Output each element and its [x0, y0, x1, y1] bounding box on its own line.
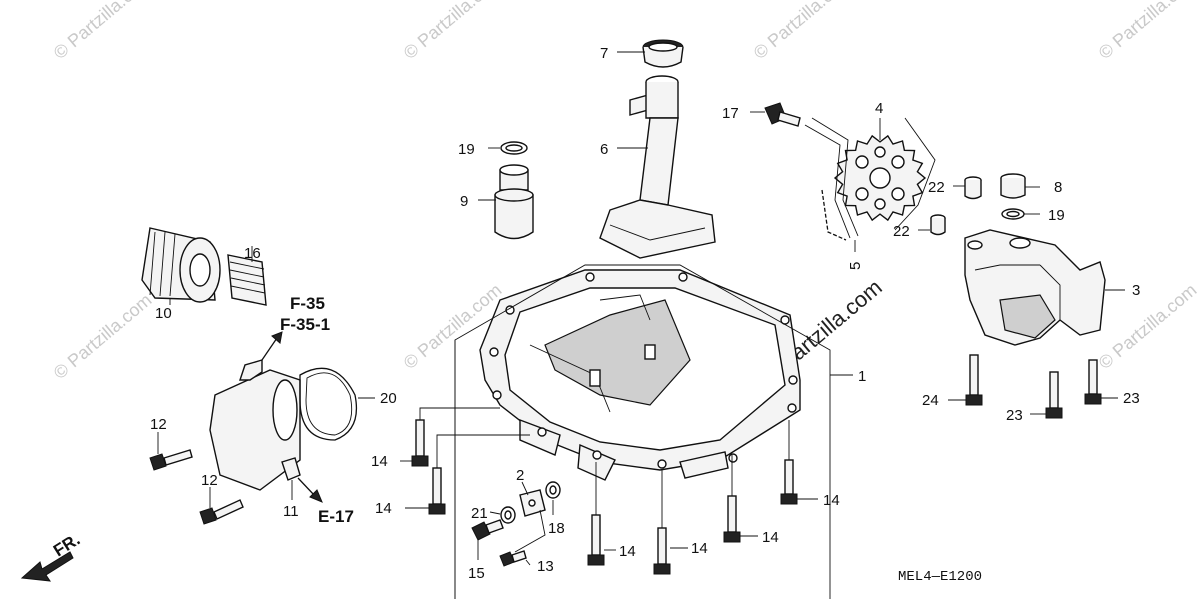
- bolts: [149, 354, 1102, 575]
- part-22-dowel-lower: [930, 214, 946, 236]
- part-label: 7: [600, 45, 608, 62]
- part-label: 17: [722, 105, 739, 122]
- part-2-drain-plate: [519, 489, 546, 517]
- part-label: 9: [460, 193, 468, 210]
- part-10-oil-filter: [141, 227, 221, 303]
- part-label: 10: [155, 305, 172, 322]
- part-label: 23: [1006, 407, 1023, 424]
- part-21-washer: [500, 506, 516, 524]
- part-4-sprocket: [833, 134, 927, 222]
- part-20-gasket: [299, 367, 358, 441]
- ref-label-f35-1: F-35-1: [280, 315, 330, 334]
- pan-bolt-holes: [489, 272, 798, 469]
- leader-lines: [157, 51, 1125, 599]
- ref-label-e17: E-17: [318, 507, 354, 526]
- part-16-nipple: [227, 254, 267, 306]
- front-direction-arrow: FR.: [20, 530, 83, 582]
- bolt-12-upper: [149, 449, 193, 471]
- part-label: 14: [619, 543, 636, 560]
- bolt-14: [411, 419, 429, 467]
- part-label: 4: [875, 100, 883, 117]
- part-label: 11: [283, 503, 299, 520]
- part-18-washer: [545, 481, 561, 499]
- ref-label-f35: F-35: [290, 294, 325, 313]
- front-label: FR.: [50, 530, 83, 561]
- part-22-dowel-upper: [964, 176, 982, 200]
- part-label: 21: [471, 505, 488, 522]
- bolt-14: [428, 467, 446, 515]
- bolt-24: [965, 354, 983, 406]
- part-label: 14: [375, 500, 392, 517]
- part-7-cap: [642, 39, 684, 68]
- watermark: © Partzilla.com: [400, 0, 506, 63]
- part-label: 13: [537, 558, 554, 575]
- part-label: 22: [928, 179, 945, 196]
- reference-labels: F-35 F-35-1 E-17: [280, 294, 354, 526]
- bolt-14: [653, 527, 671, 575]
- bolt-14: [723, 495, 741, 543]
- bolt-14: [780, 459, 798, 505]
- bolt-14: [587, 514, 605, 566]
- part-17-bolt: [764, 102, 801, 127]
- part-3-oil-pump: [964, 229, 1106, 346]
- part-label: 22: [893, 223, 910, 240]
- part-label: 19: [1048, 207, 1065, 224]
- part-label: 6: [600, 141, 608, 158]
- part-label: 15: [468, 565, 485, 582]
- part-label: 19: [458, 141, 475, 158]
- part-label: 14: [691, 540, 708, 557]
- part-11-oil-cooler: [209, 359, 301, 491]
- watermark: © Partzilla.com: [1095, 280, 1200, 373]
- part-19-oring: [500, 141, 528, 155]
- part-label: 8: [1054, 179, 1062, 196]
- part-label: 24: [922, 392, 939, 409]
- bolt-13: [499, 550, 527, 567]
- watermark: © Partzilla.com: [1095, 0, 1200, 63]
- part-label: 1: [858, 368, 866, 385]
- part-1-oil-pan: [479, 269, 801, 481]
- bolt-23: [1084, 359, 1102, 405]
- part-9-valve: [494, 164, 534, 240]
- part-label: 14: [762, 529, 779, 546]
- bolt-23: [1045, 371, 1063, 419]
- part-label: 20: [380, 390, 397, 407]
- part-label: 5: [847, 262, 864, 270]
- part-label: 14: [823, 492, 840, 509]
- part-label: 23: [1123, 390, 1140, 407]
- part-number-labels: 1 2 3 4 5 6 7 8 9 10 11 12 12 13 14 14 1…: [150, 45, 1140, 582]
- part-label: 12: [201, 472, 218, 489]
- watermark: © Partzilla.com: [50, 290, 156, 383]
- part-label: 14: [371, 453, 388, 470]
- part-label: 18: [548, 520, 565, 537]
- bolt-15: [471, 519, 504, 541]
- watermark: © Partzilla.com: [50, 0, 156, 63]
- part-6-strainer: [599, 75, 716, 259]
- diagram-code: MEL4—E1200: [898, 569, 982, 585]
- part-5-chain: [804, 117, 936, 241]
- bolt-12-lower: [199, 499, 244, 525]
- part-8-collar: [1000, 173, 1026, 199]
- part-label: 12: [150, 416, 167, 433]
- part-label: 16: [244, 245, 261, 262]
- watermark: © Partzilla.com: [750, 0, 856, 63]
- part-label: 2: [516, 467, 524, 484]
- part-19-oring-right: [1001, 208, 1025, 220]
- part-label: 3: [1132, 282, 1140, 299]
